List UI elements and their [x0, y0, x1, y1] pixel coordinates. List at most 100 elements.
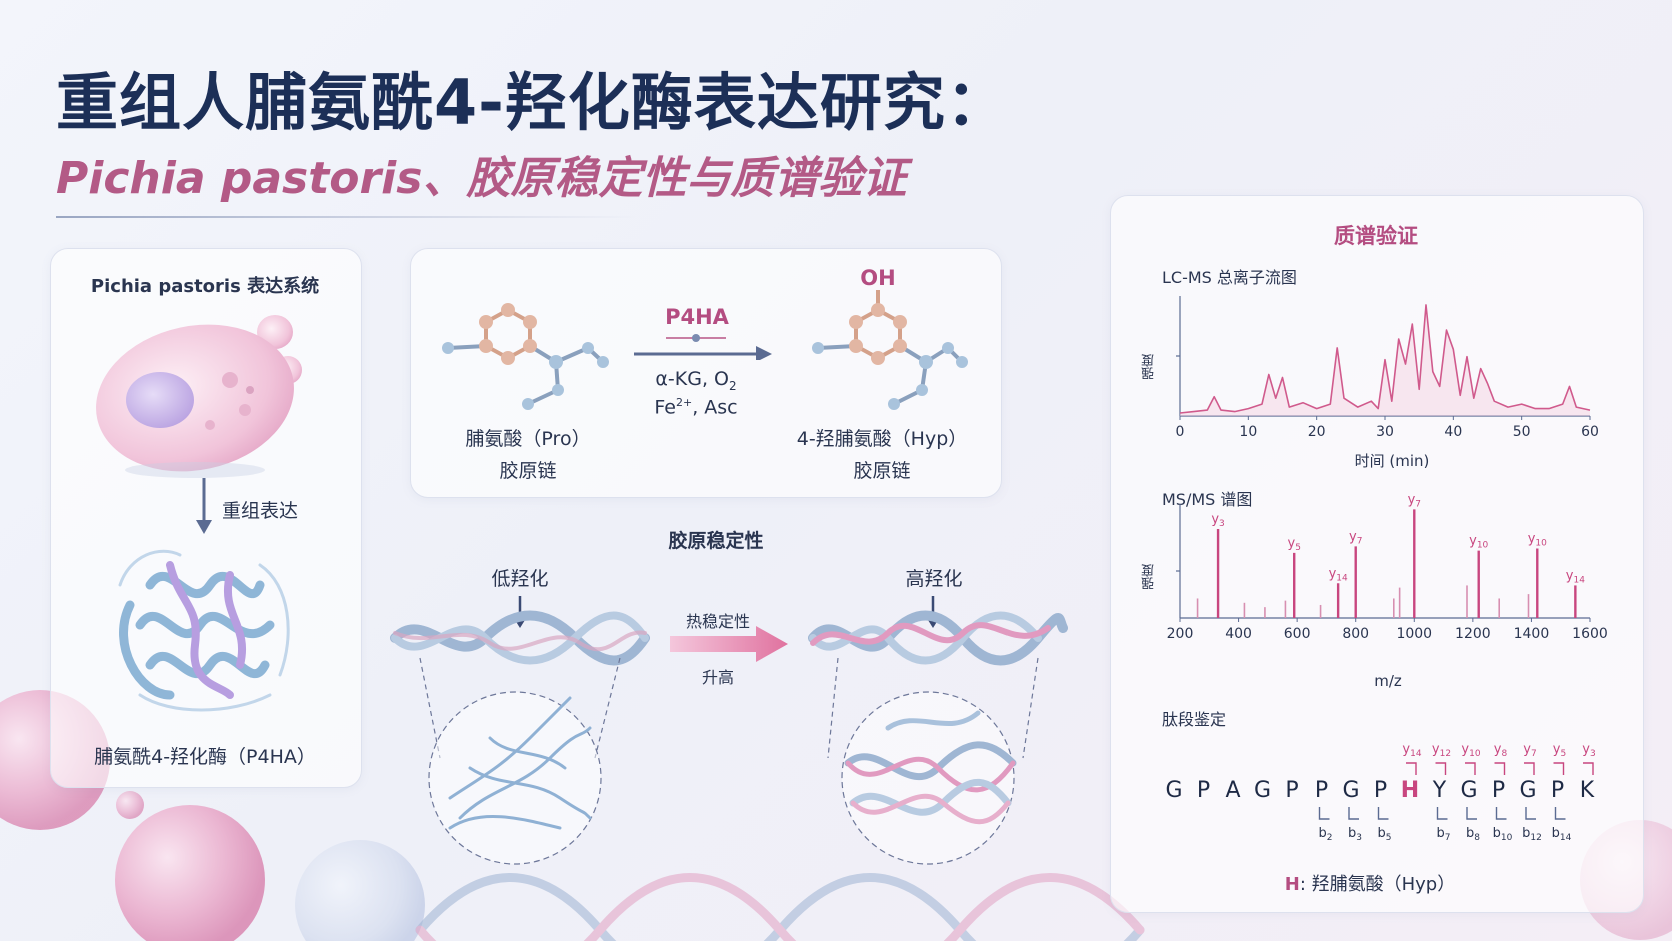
product-name: 4-羟脯氨酸（Hyp） — [796, 428, 968, 450]
peptide-residue: A — [1225, 778, 1240, 803]
reaction-arrow-icon — [634, 334, 772, 360]
cofactors-subscript: 2 — [728, 378, 737, 393]
peptide-residue: G — [1254, 778, 1271, 803]
stability-increase-arrow — [670, 626, 788, 662]
y-ion-bracket — [1553, 762, 1565, 775]
hyp-legend: H: 羟脯氨酸（Hyp） — [1285, 870, 1455, 896]
peptide-residue: G — [1519, 778, 1536, 803]
page-title: 重组人脯氨酰4-羟化酶表达研究： — [56, 66, 1009, 139]
msms-peak-label: y7 — [1408, 492, 1421, 509]
peptide-label: 肽段鉴定 — [1162, 710, 1227, 729]
msms-peak-label: y10 — [1469, 534, 1488, 551]
down-arrow-icon — [196, 478, 212, 534]
y-ion-bracket — [1583, 762, 1594, 775]
tic-tick-label: 0 — [1176, 424, 1185, 440]
tic-label: LC-MS 总离子流图 — [1162, 268, 1297, 287]
tic-xlabel: 时间 (min) — [1354, 452, 1430, 470]
y-ion-label: y7 — [1523, 742, 1536, 759]
y-ion-bracket — [1465, 762, 1476, 775]
msms-tick-label: 600 — [1284, 626, 1311, 642]
hydroxyl-label: OH — [860, 266, 896, 290]
tic-tick-label: 10 — [1239, 424, 1257, 440]
msms-tick-label: 800 — [1342, 626, 1369, 642]
b-ion-bracket — [1436, 807, 1448, 820]
msms-tick-label: 1400 — [1514, 626, 1550, 642]
tic-tick-label: 40 — [1444, 424, 1462, 440]
b-ion-label: b14 — [1552, 826, 1572, 843]
tic-ylabel: 强度 — [1142, 354, 1157, 380]
bg-sphere — [115, 805, 265, 941]
msms-peak-label: y3 — [1211, 512, 1224, 529]
b-ion-label: b7 — [1437, 826, 1451, 843]
y-ion-bracket — [1494, 762, 1506, 775]
cofactors-text: α-KG, O — [655, 368, 729, 390]
b-ion-bracket — [1348, 807, 1359, 820]
protein-structure-icon — [118, 549, 290, 712]
ms-card-title: 质谱验证 — [1334, 224, 1418, 248]
msms-xlabel: m/z — [1374, 672, 1402, 690]
msms-peak-label: y5 — [1287, 536, 1300, 553]
peptide-residue: P — [1374, 778, 1387, 803]
b-ion-label: b5 — [1378, 826, 1392, 843]
product-sub: 胶原链 — [853, 460, 911, 482]
cofactors-line2: Fe2+, Asc — [654, 396, 737, 418]
y-ion-label: y8 — [1494, 742, 1508, 759]
peptide-residue: P — [1492, 778, 1505, 803]
proline-molecule-icon — [442, 303, 609, 410]
msms-peak-label: y7 — [1349, 529, 1362, 546]
b-ion-bracket — [1466, 807, 1477, 820]
y-ion-bracket — [1524, 762, 1535, 775]
y-ion-bracket — [1435, 762, 1447, 775]
stability-arrow-bottom: 升高 — [701, 668, 735, 687]
bg-dna-helix — [415, 873, 1145, 941]
protein-label: 脯氨酰4-羟化酶（P4HA） — [94, 746, 316, 768]
peptide-residue: P — [1285, 778, 1298, 803]
cofactors-line1: α-KG, O2 — [655, 368, 736, 393]
bg-sphere — [116, 791, 144, 819]
msms-tick-label: 200 — [1167, 626, 1194, 642]
title-divider — [56, 216, 636, 218]
y-ion-label: y14 — [1402, 742, 1421, 759]
b-ion-bracket — [1525, 807, 1536, 820]
y-ion-bracket — [1406, 762, 1417, 775]
msms-tick-label: 1000 — [1396, 626, 1432, 642]
msms-peak-label: y14 — [1566, 568, 1585, 585]
high-hydroxylation-label: 高羟化 — [905, 568, 963, 590]
reaction-card — [410, 248, 1002, 498]
substrate-sub: 胶原链 — [499, 460, 557, 482]
b-ion-bracket — [1495, 807, 1507, 820]
b-ion-bracket — [1377, 807, 1389, 820]
tic-tick-label: 50 — [1513, 424, 1531, 440]
msms-tick-label: 400 — [1225, 626, 1252, 642]
hyp-legend-text: : 羟脯氨酸（Hyp） — [1299, 874, 1456, 895]
stability-arrow-top: 热稳定性 — [685, 612, 751, 631]
msms-ylabel: 强度 — [1142, 564, 1157, 590]
msms-peak-label: y14 — [1329, 566, 1348, 583]
y-ion-label: y5 — [1553, 742, 1566, 759]
cofactors-superscript: 2+ — [675, 396, 693, 409]
ms-validation-card — [1110, 195, 1644, 913]
collagen-high-hydroxylation-diagram — [808, 596, 1068, 865]
tic-tick-label: 30 — [1376, 424, 1394, 440]
hydroxyproline-molecule-icon — [812, 290, 968, 410]
peptide-residue: Y — [1432, 778, 1447, 803]
low-hydroxylation-label: 低羟化 — [491, 568, 549, 590]
y-ion-label: y12 — [1432, 742, 1451, 759]
peptide-residue: K — [1580, 778, 1595, 803]
b-ion-bracket — [1554, 807, 1566, 820]
stability-title: 胶原稳定性 — [668, 530, 764, 552]
peptide-residue: H — [1401, 778, 1419, 803]
cofactors-text: Fe — [654, 396, 676, 419]
peptide-residue: P — [1551, 778, 1564, 803]
b-ion-label: b12 — [1522, 826, 1542, 843]
cofactors-text: , Asc — [692, 396, 738, 419]
y-ion-label: y10 — [1461, 742, 1480, 759]
page-subtitle: Pichia pastoris、胶原稳定性与质谱验证 — [56, 153, 907, 204]
bg-sphere — [295, 840, 425, 941]
b-ion-label: b10 — [1493, 826, 1513, 843]
tic-series-line — [1179, 304, 1591, 414]
peptide-residue: P — [1197, 778, 1210, 803]
